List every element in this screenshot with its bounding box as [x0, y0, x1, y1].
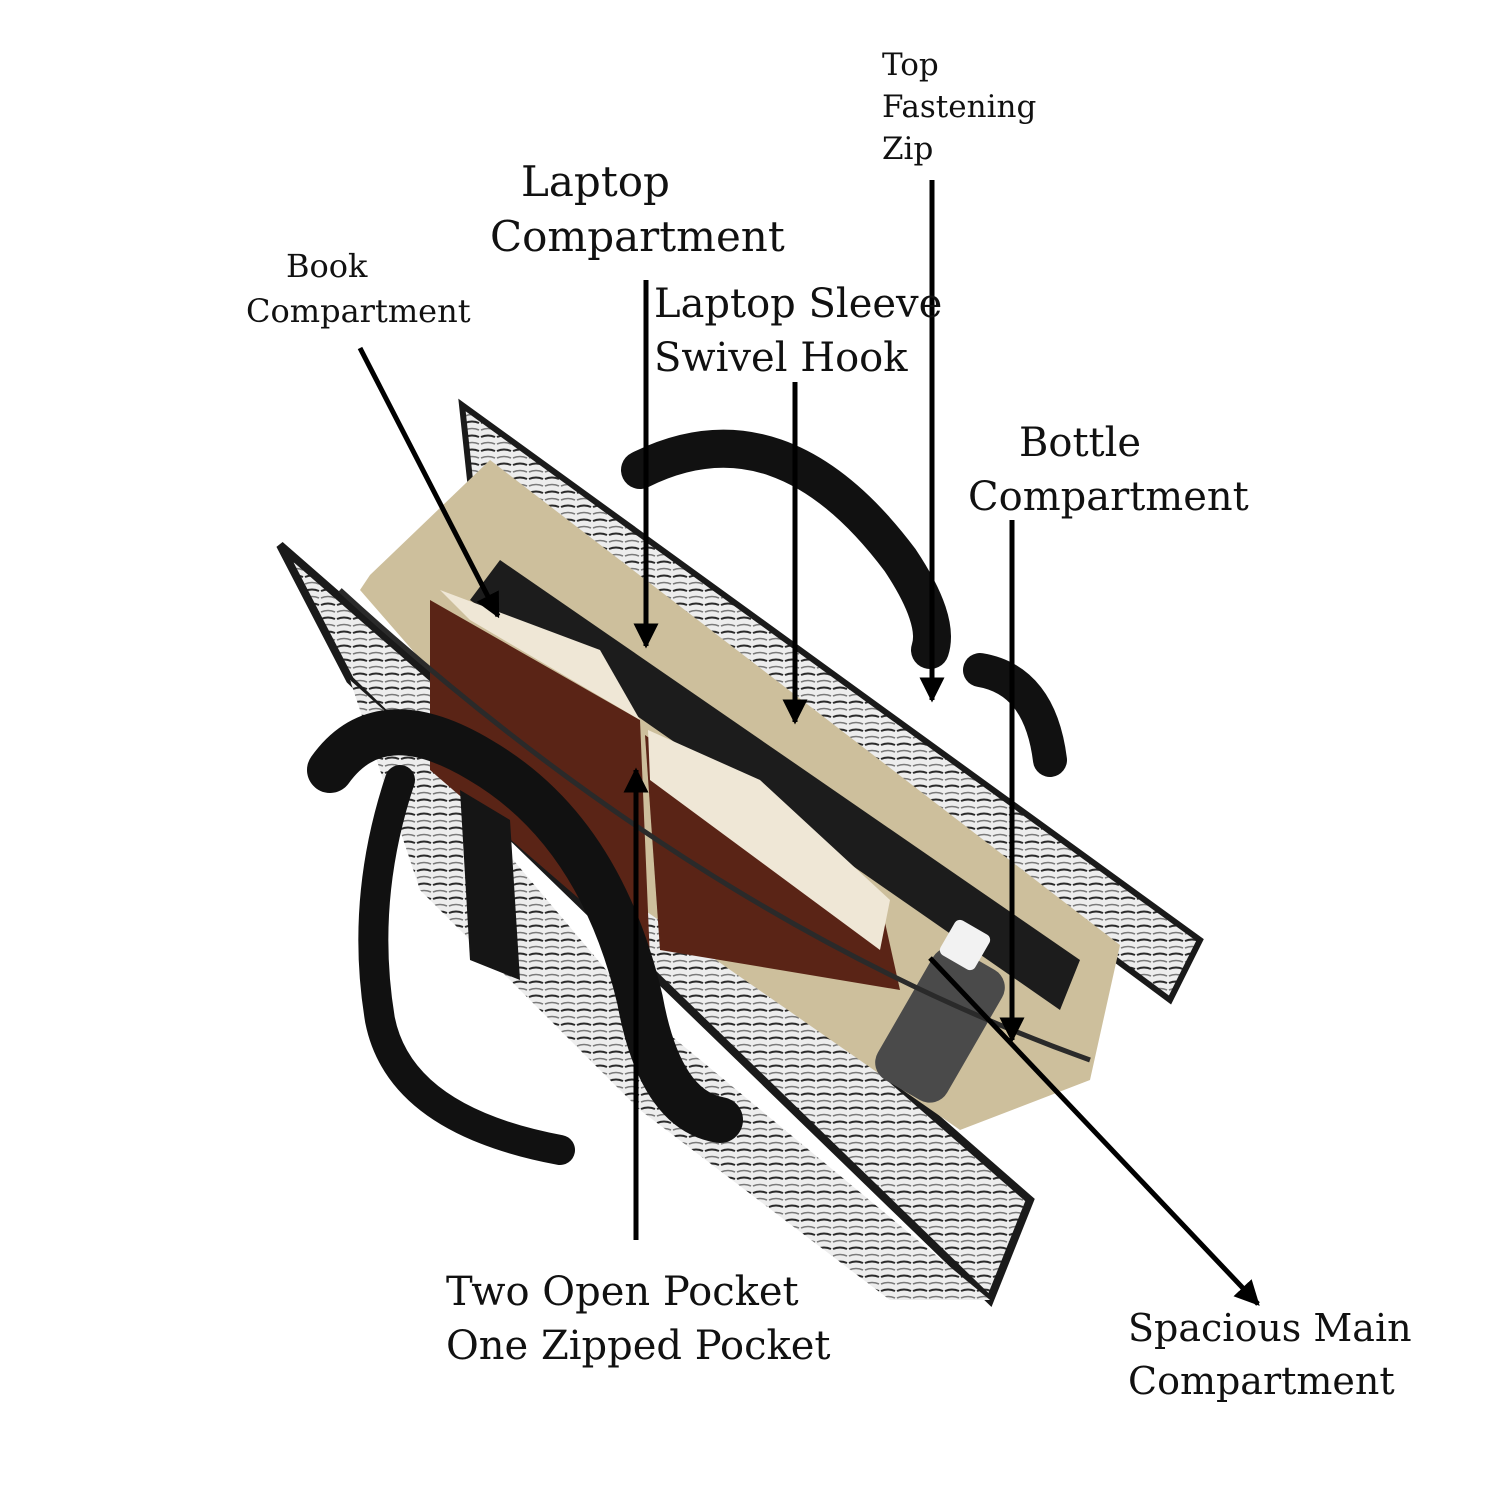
label-line: Laptop — [521, 157, 670, 206]
label-line: One Zipped Pocket — [446, 1323, 831, 1370]
callout-arrows — [357, 180, 1260, 1306]
book-right-pages — [648, 730, 890, 950]
label-bottle-compartment: Bottle Compartment — [968, 416, 1249, 525]
label-top-fastening-zip: Top Fastening Zip — [882, 44, 1036, 170]
book-left-pages — [440, 590, 640, 720]
logo-stripe — [460, 790, 520, 980]
label-line: Compartment — [490, 212, 785, 262]
label-line: Compartment — [1128, 1359, 1395, 1404]
label-line: Spacious Main — [1128, 1306, 1412, 1350]
arrow-spacious-main — [928, 956, 1260, 1306]
back-handle-right — [963, 653, 1067, 777]
shoulder-strap — [358, 765, 575, 1165]
label-spacious-main-compartment: Spacious Main Compartment — [1128, 1302, 1412, 1408]
label-line: Laptop Sleeve — [654, 281, 943, 327]
label-line: Compartment — [246, 291, 471, 330]
label-line: Swivel Hook — [654, 335, 908, 382]
top-zip — [338, 588, 1091, 1063]
back-handle — [621, 429, 951, 669]
label-pockets: Two Open Pocket One Zipped Pocket — [446, 1265, 831, 1374]
arrow-book-compartment — [357, 346, 501, 619]
tote-bag — [276, 398, 1204, 1308]
label-laptop-compartment: Laptop Compartment — [490, 154, 785, 265]
label-line: Top — [882, 47, 939, 83]
front-handle — [307, 709, 743, 1143]
label-laptop-sleeve-swivel-hook: Laptop Sleeve Swivel Hook — [654, 277, 942, 386]
laptop-sleeve — [470, 560, 1080, 1010]
label-line: Zip — [882, 131, 934, 168]
label-line: Two Open Pocket — [446, 1269, 799, 1315]
label-line: Bottle — [1019, 420, 1142, 466]
label-book-compartment: Book Compartment — [246, 244, 471, 334]
water-bottle — [875, 919, 1005, 1103]
label-line: Book — [286, 247, 368, 285]
label-line: Compartment — [968, 474, 1249, 521]
label-line: Fastening — [882, 89, 1037, 126]
